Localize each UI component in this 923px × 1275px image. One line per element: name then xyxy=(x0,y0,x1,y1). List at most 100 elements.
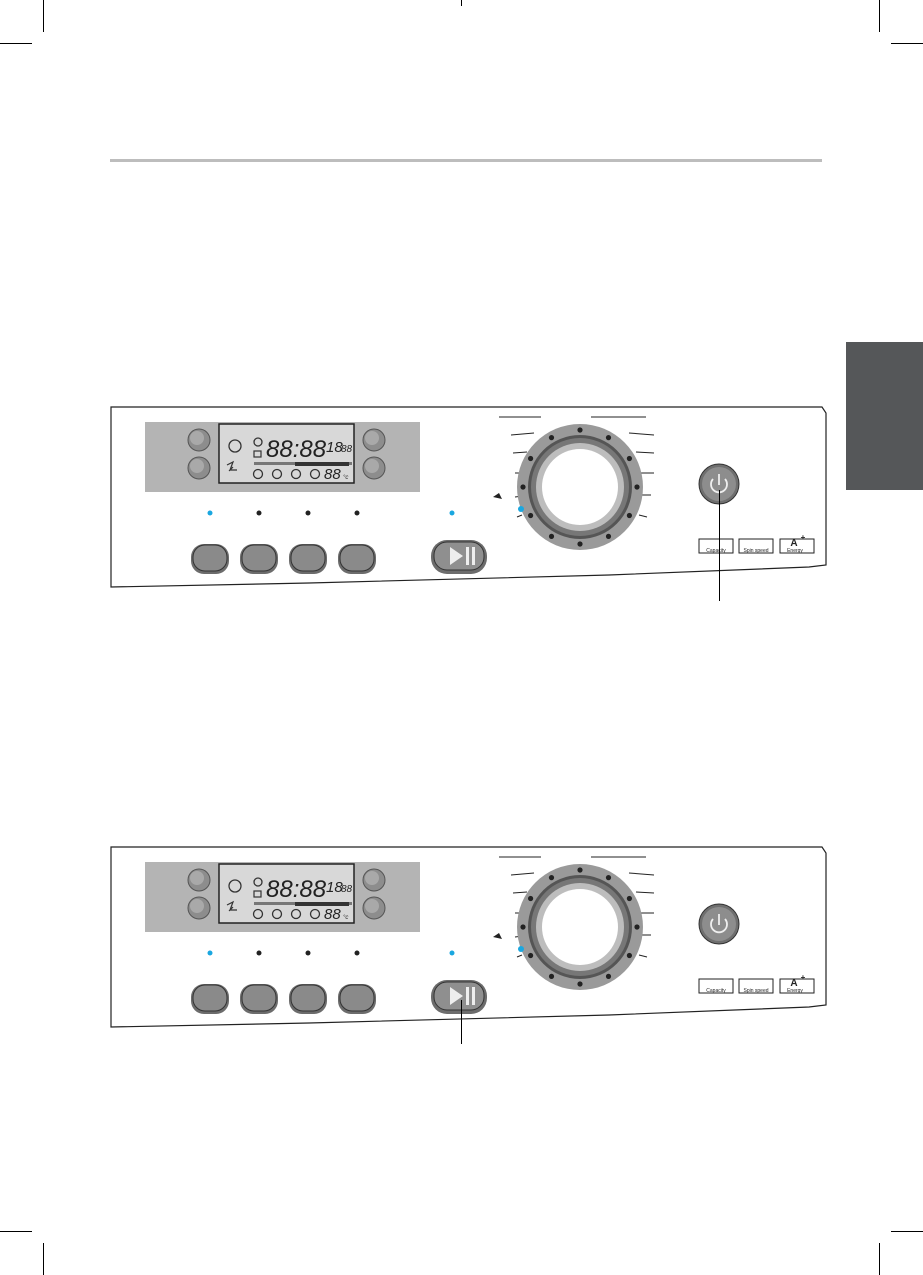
pointer-line-start xyxy=(461,1000,462,1044)
display-button-right-top[interactable] xyxy=(362,428,386,452)
dial-knob[interactable] xyxy=(542,449,618,525)
display-button-left-bottom[interactable] xyxy=(187,896,211,920)
crop-mark xyxy=(0,1231,32,1232)
dial-position-dot xyxy=(528,455,534,462)
capacity-label-frame xyxy=(698,978,734,994)
energy-label: Energy xyxy=(787,548,803,554)
dial-position-dot xyxy=(626,895,633,902)
option-button-4[interactable] xyxy=(338,544,376,574)
temp-unit: °c xyxy=(343,475,348,481)
dial-position-dot xyxy=(528,895,534,902)
option-button-1[interactable] xyxy=(191,544,229,574)
spin-speed-label: Spin speed xyxy=(743,988,768,994)
option-led xyxy=(256,510,262,516)
option-led xyxy=(207,510,213,516)
display-button-left-bottom[interactable] xyxy=(187,456,211,480)
option-led xyxy=(256,950,262,956)
display-button-left-top[interactable] xyxy=(187,428,211,452)
dial-position-dot xyxy=(605,533,612,539)
option-button-2[interactable] xyxy=(240,984,278,1014)
dial-position-dot xyxy=(634,924,640,930)
spin-readout-small: 88 xyxy=(341,884,353,895)
option-led xyxy=(354,950,360,956)
bell-icon xyxy=(493,933,502,939)
delay-icon xyxy=(228,879,242,893)
off-icon xyxy=(252,468,264,480)
dial-knob[interactable] xyxy=(542,889,618,965)
energy-class: A xyxy=(790,538,797,549)
dial-position-dot xyxy=(520,484,526,490)
display-button-right-bottom[interactable] xyxy=(362,896,386,920)
crop-mark xyxy=(43,0,44,32)
power-button[interactable] xyxy=(698,903,740,945)
energy-class: A xyxy=(790,978,797,989)
display-button-left-top[interactable] xyxy=(187,868,211,892)
dial-position-dot xyxy=(634,484,640,490)
dial-led xyxy=(518,506,524,512)
power-button[interactable] xyxy=(698,463,740,505)
option-button-4[interactable] xyxy=(338,984,376,1014)
capacity-label: Capacity xyxy=(706,548,726,554)
option-led xyxy=(305,950,311,956)
spin-readout: 18 xyxy=(326,439,343,456)
lock-icon xyxy=(253,450,262,458)
program-dial[interactable] xyxy=(493,856,655,990)
delay-icon xyxy=(228,439,242,453)
rinse-icon xyxy=(290,468,302,480)
dial-position-dot xyxy=(577,981,583,987)
pause-icon xyxy=(466,987,469,1005)
crop-mark xyxy=(461,0,462,6)
temp-readout: 88 xyxy=(324,466,341,483)
spin-readout: 18 xyxy=(326,879,343,896)
progress-segment xyxy=(295,462,349,466)
spin-speed-label-frame xyxy=(738,978,774,994)
progress-segment xyxy=(295,902,349,906)
dial-position-dot xyxy=(548,435,555,441)
option-button-3[interactable] xyxy=(289,984,327,1014)
dial-position-dot xyxy=(528,512,534,519)
dial-position-dot xyxy=(548,875,555,881)
capacity-label: Capacity xyxy=(706,988,726,994)
display-button-right-top[interactable] xyxy=(362,868,386,892)
temp-unit: °c xyxy=(343,915,348,921)
temp-readout: 88 xyxy=(324,906,341,923)
rinse-icon xyxy=(290,908,302,920)
crop-mark xyxy=(891,43,923,44)
capacity-label-frame xyxy=(698,538,734,554)
energy-plus: + xyxy=(801,973,806,982)
crop-mark xyxy=(879,0,880,32)
option-button-2[interactable] xyxy=(240,544,278,574)
quick-wash-icon xyxy=(226,900,237,912)
dial-position-dot xyxy=(605,875,612,881)
dial-position-dot xyxy=(577,867,583,873)
lock-icon xyxy=(253,890,262,898)
start-pause-button[interactable] xyxy=(431,980,487,1014)
spin-speed-label: Spin speed xyxy=(743,548,768,554)
off-icon xyxy=(252,908,264,920)
program-dial[interactable] xyxy=(493,416,655,550)
power-icon xyxy=(710,918,728,934)
prewash-icon xyxy=(271,908,283,920)
bell-icon xyxy=(493,493,502,499)
section-tab xyxy=(846,342,923,490)
option-button-1[interactable] xyxy=(191,984,229,1014)
dial-led xyxy=(518,946,524,952)
pause-icon xyxy=(472,987,475,1005)
display-button-right-bottom[interactable] xyxy=(362,456,386,480)
time-readout: 88:88 xyxy=(266,436,327,463)
play-icon xyxy=(450,987,463,1005)
option-button-3[interactable] xyxy=(289,544,327,574)
dial-position-dot xyxy=(605,435,612,441)
dial-position-dot xyxy=(626,455,633,462)
option-led xyxy=(354,510,360,516)
start-pause-button[interactable] xyxy=(431,540,487,574)
prewash-icon xyxy=(271,468,283,480)
dial-position-dot xyxy=(577,427,583,433)
spin-icon xyxy=(309,468,321,480)
dial-position-dot xyxy=(626,512,633,519)
spin-readout-small: 88 xyxy=(341,444,353,455)
energy-plus: + xyxy=(801,533,806,542)
